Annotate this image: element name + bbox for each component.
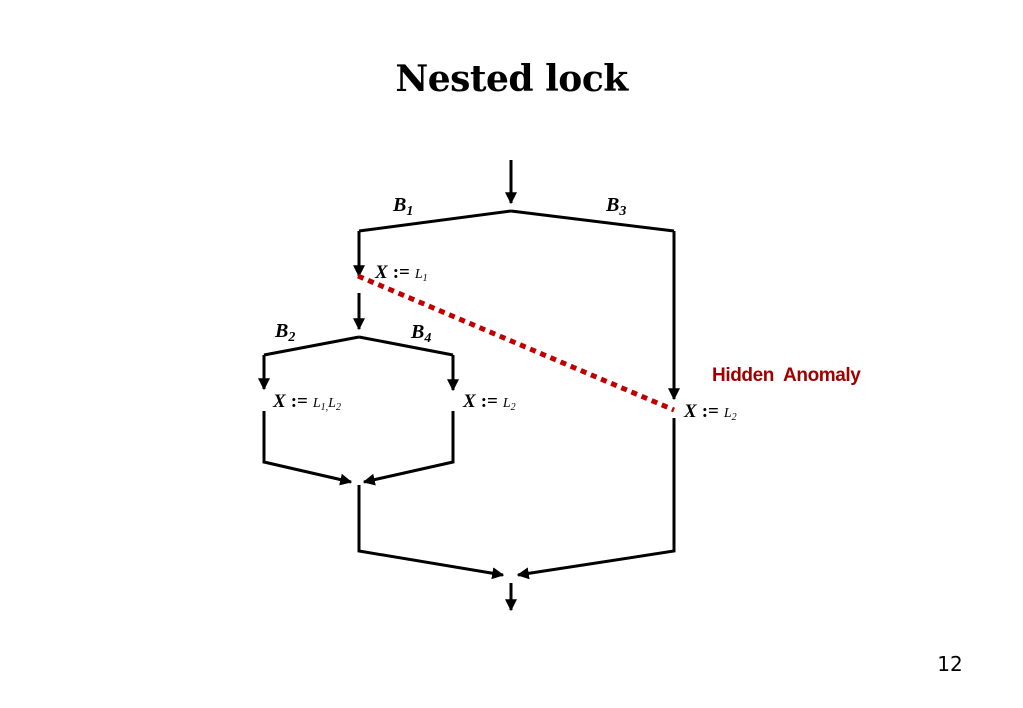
assign-x-l2-b4: X:=L2 [462, 391, 516, 413]
assign-x-l2-b3: X:=L2 [683, 401, 737, 423]
page-number: 12 [937, 652, 963, 676]
b3-edge [510, 209, 675, 233]
branch-label-b1: B1 [392, 194, 413, 219]
b4-edge [358, 335, 454, 357]
hidden-anomaly-label: Hidden Anomaly [712, 365, 861, 386]
slide-title: Nested lock [395, 58, 628, 100]
branch-label-b4: B4 [410, 321, 431, 346]
branch-label-b3: B3 [605, 194, 626, 219]
assign-x-l1: X:=L1 [374, 262, 428, 284]
b2-edge [263, 335, 360, 357]
anomaly-dotted-line [357, 273, 675, 413]
branch-label-b2: B2 [274, 320, 295, 345]
assign-x-l1-l2: X:=L1,L2 [272, 391, 341, 413]
left-join-edge [357, 485, 505, 580]
right-join-edge [516, 418, 676, 580]
b1-edge [358, 209, 512, 233]
b4-join-edge [362, 411, 455, 486]
b2-join-edge [262, 411, 353, 486]
